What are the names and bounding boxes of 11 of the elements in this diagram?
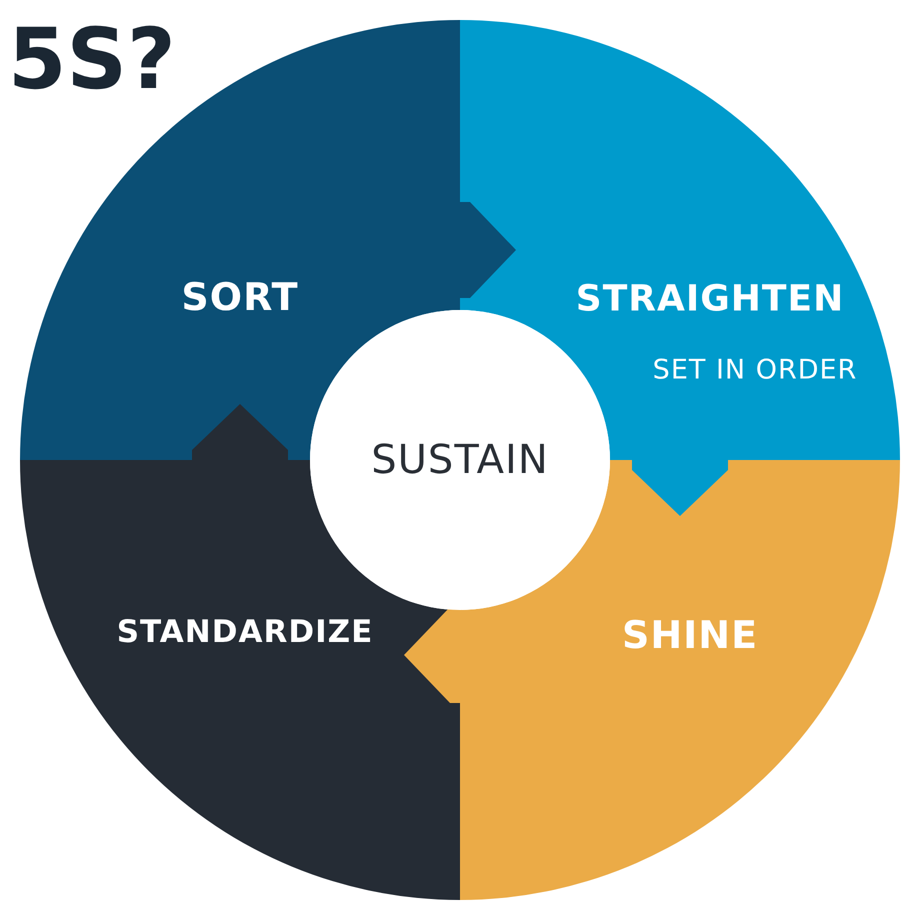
step-label: SHINE [622,613,758,657]
arrow [458,202,516,298]
arrow [404,607,462,703]
arrow [192,404,288,462]
center-label: SUSTAIN [371,437,549,483]
title: 5S? [8,10,176,108]
step-label: STRAIGHTEN [576,278,844,320]
step-subtitle: SET IN ORDER [652,354,858,386]
step-label: SORT [181,275,299,319]
arrow [632,458,728,516]
step-label: STANDARDIZE [116,614,374,650]
